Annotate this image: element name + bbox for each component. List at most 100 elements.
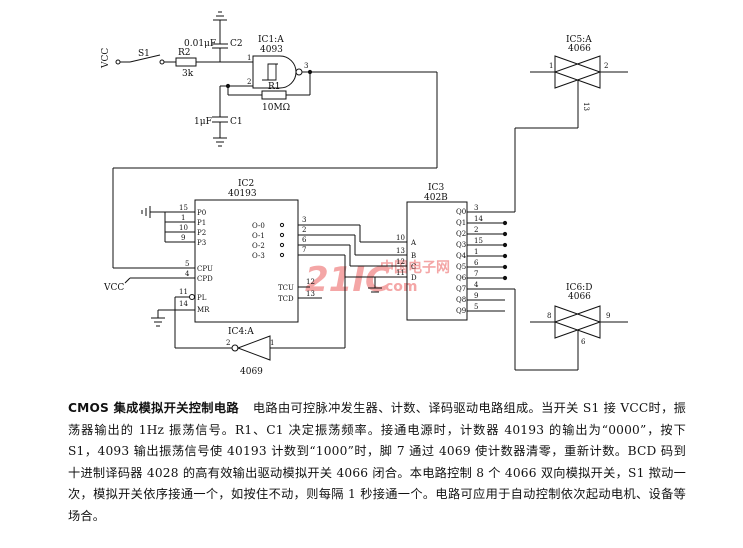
ic3-pin-num: 13 [396,247,405,255]
ic3-pin-num: 6 [474,259,479,267]
ic2-pin-name: CPD [197,275,213,283]
ic2-pin-name: P2 [197,229,206,237]
ic2-part: 40193 [228,189,257,199]
ic3-pin-num: 7 [474,270,478,278]
ic3-pin-num: 11 [396,269,405,277]
ic2-pin-num: 2 [302,226,306,234]
ic5-pin-l: 1 [549,62,553,70]
ic3-decoder: IC3 402B A 10 B 13 C 12 D 11 [396,90,579,371]
ic4-part: 4069 [240,367,263,377]
ic3-pin-num: 3 [474,204,478,212]
ic2-pin-num: 1 [181,214,185,222]
ic3-pin-name: Q3 [456,241,466,249]
inverter-ic4 [236,335,271,361]
ic2-pin-num: 5 [185,260,189,268]
ic2-pin-name: O-0 [252,222,265,230]
ic1-pin3: 3 [304,62,308,70]
ic2-pin-name: P1 [197,219,206,227]
ic5-pin-r: 2 [604,62,608,70]
ic3-pin-num: 2 [474,226,478,234]
ic2-pin-name: O-1 [252,232,265,240]
ic5-analog-switch: IC5:A 4066 1 2 13 [530,35,628,111]
ic3-pin-num: 12 [396,258,405,266]
watermark-cn: 中国电子网 [380,259,450,276]
ic3-pin-num: 10 [396,234,405,242]
ic3-pin-num: 1 [474,248,478,256]
ic4-pin-out: 2 [226,339,230,347]
ic3-pin-name: Q7 [456,285,466,293]
ic2-box [194,199,299,323]
ic3-pin-name: Q0 [456,208,466,216]
c1-label: C1 [230,117,243,127]
oscillator-section: VCC S1 R2 3k 0.01μF C2 IC1:A 4093 1 2 3 [101,11,438,269]
ic3-pin-name: A [410,239,417,247]
r2-label: R2 [178,48,191,58]
resistor-r2 [175,57,197,67]
ic2-pin-num: 14 [179,300,188,308]
r1-label: R1 [268,82,281,92]
ic3-name: IC3 [428,183,444,193]
watermark: 21IC 中国电子网 com [305,259,450,300]
ic3-pin-name: Q4 [456,252,467,260]
ic2-pin-num: 6 [302,236,307,244]
ic2-pin-num: 3 [302,216,306,224]
ic3-pin-name: Q8 [456,296,466,304]
ic2-name: IC2 [238,179,254,189]
ic2-pin-num: 11 [179,288,188,296]
vcc-mid-label: VCC [103,283,124,293]
figure-caption: CMOS 集成模拟开关控制电路电路由可控脉冲发生器、计数、译码驱动电路组成。当开… [68,398,686,527]
ic2-pin-name: O-3 [252,252,265,260]
caption-title: CMOS 集成模拟开关控制电路 [68,401,239,415]
ic6-part: 4066 [568,292,591,302]
ic2-counter: IC2 40193 15 P0 1 P1 10 P2 9 P3 5 CPU 4 … [103,179,407,349]
ic3-pin-num: 9 [474,292,478,300]
ic2-pin-num: 13 [306,290,315,298]
ic3-part: 402B [424,193,448,203]
ic2-pin-num: 10 [179,224,188,232]
circuit-schematic: 21IC 中国电子网 com VCC S1 R2 3k 0.01μF C2 IC… [101,11,628,377]
ic2-pin-name: O-2 [252,242,265,250]
ic5-part: 4066 [568,44,591,54]
ic6-name: IC6:D [566,283,592,293]
c2-label: C2 [230,39,243,49]
ic1-name: IC1:A [258,35,284,45]
ic1-pin2: 2 [247,78,251,86]
ic2-pin-name: P3 [197,239,206,247]
ic3-pin-num: 4 [474,281,479,289]
ic2-pin-name: TCU [278,284,294,292]
ic1-pin1: 1 [247,54,251,62]
c2-value: 0.01μF [184,39,216,49]
ic2-pin-num: 12 [306,278,315,286]
ic3-pin-num: 14 [474,215,483,223]
ic2-pin-num: 4 [185,270,190,278]
ic4-name: IC4:A [228,327,254,337]
ic5-pin-c: 13 [582,102,590,111]
ic3-pin-name: Q1 [456,219,466,227]
ic3-pin-num: 5 [474,303,478,311]
ic3-outputs [467,90,579,371]
ic3-pin-name: D [411,274,417,282]
ic3-pin-name: Q5 [456,263,466,271]
caption-body: 电路由可控脉冲发生器、计数、译码驱动电路组成。当开关 S1 接 VCC时，振荡器… [68,401,686,523]
ic3-pin-name: Q2 [456,230,466,238]
switch-s1 [129,54,161,63]
ic6-pin-l: 8 [547,312,551,320]
ic3-pin-name: Q6 [456,274,467,282]
ic4-pin-in: 1 [270,339,274,347]
ic2-pin-num: 7 [302,246,306,254]
resistor-r1 [261,90,287,100]
watermark-logo: 21IC [305,260,390,300]
ic2-pin-num: 9 [181,234,185,242]
ic3-box [406,201,468,321]
ic2-pin-name: MR [197,306,210,314]
ic2-pin-num: 15 [179,204,188,212]
ic5-name: IC5:A [566,35,592,45]
switch-s1-label: S1 [138,49,150,59]
r2-value: 3k [182,69,194,79]
ic6-pin-r: 9 [606,312,610,320]
nand-gate-ic1 [252,55,297,89]
ic2-pin-name: PL [197,294,207,302]
ic2-pin-name: TCD [278,295,294,303]
c1-value: 1μF [194,117,212,127]
ic2-pin-name: CPU [197,265,213,273]
